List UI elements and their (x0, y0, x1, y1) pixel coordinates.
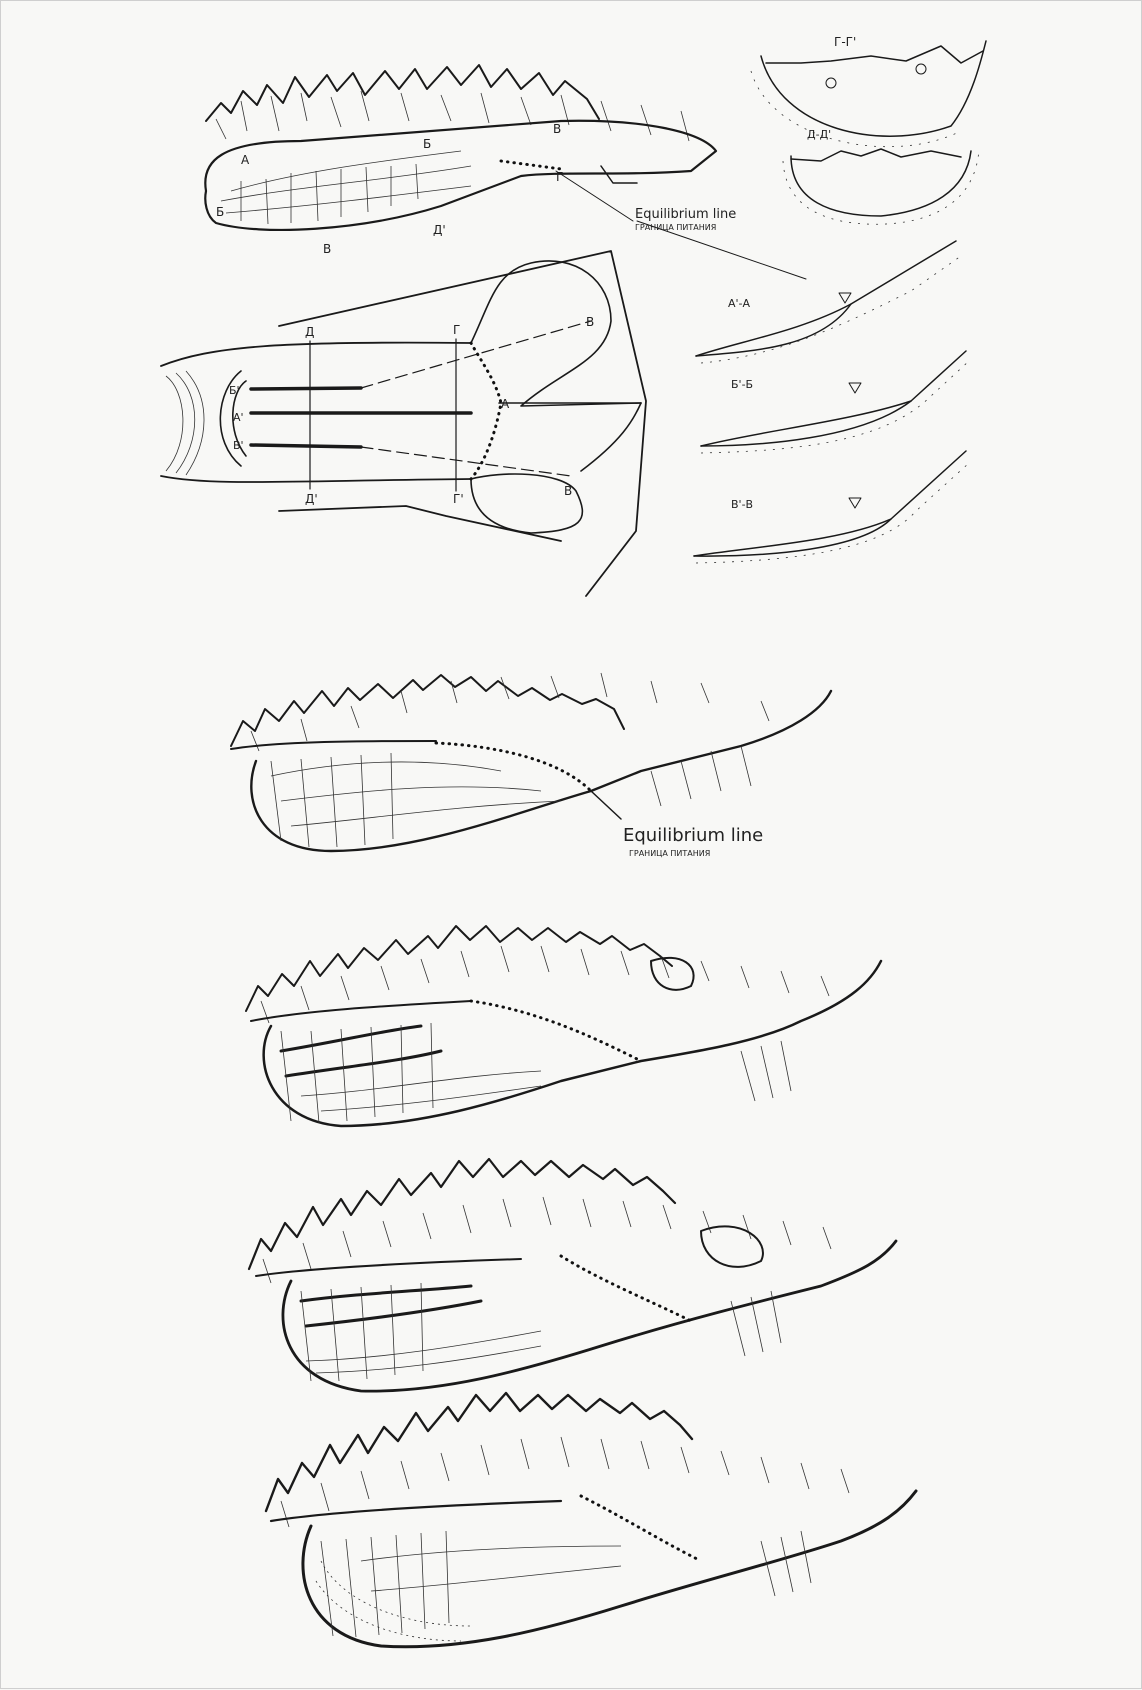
section-label-a: А'-А (728, 297, 751, 310)
equilibrium-label-ru-2: ГРАНИЦА ПИТАНИЯ (629, 849, 710, 858)
plan-letter-d-prime: Д' (305, 492, 318, 506)
plan-letter-d: Д (305, 325, 314, 339)
plan-letter-v-top: В (586, 315, 594, 329)
cross-section-g: Г-Г' (751, 35, 986, 147)
glacier-sketch-5 (266, 1393, 916, 1647)
glacier-sketch-4 (249, 1159, 896, 1391)
block-letter-v: В (323, 242, 331, 256)
block-letter-v2: В (553, 122, 561, 136)
section-label-v: В'-В (731, 498, 753, 511)
plan-letter-v-bottom: В (564, 484, 572, 498)
section-label-b: Б'-Б (731, 378, 753, 391)
block-letter-d-prime: Д' (433, 223, 446, 237)
plan-letter-b-prime: Б' (229, 384, 240, 397)
plan-letter-g-prime: Г' (453, 492, 464, 506)
block-diagram-top: А Б В Д' Г Б В (205, 65, 806, 279)
equilibrium-label-ru-top: ГРАНИЦА ПИТАНИЯ (635, 223, 716, 232)
cross-section-d: Д-Д' (783, 128, 979, 224)
glacier-sketch-3 (246, 926, 881, 1126)
plan-letter-g: Г (453, 323, 460, 337)
equilibrium-label-en-top: Equilibrium line (635, 207, 736, 222)
section-label-d: Д-Д' (807, 128, 831, 141)
cross-section-b: Б'-Б (701, 351, 969, 453)
plan-letter-a: А (501, 397, 510, 411)
section-label-g: Г-Г' (834, 35, 856, 49)
glacier-sketch-2: Equilibrium line ГРАНИЦА ПИТАНИЯ (231, 673, 831, 858)
block-letter-b: Б (216, 205, 224, 219)
plan-letter-a-prime: А' (233, 411, 244, 424)
equilibrium-line-label-top: Equilibrium line ГРАНИЦА ПИТАНИЯ (635, 207, 736, 232)
cross-section-v: В'-В (694, 451, 969, 563)
block-letter-a: А (241, 153, 250, 167)
cross-section-a: А'-А (696, 241, 961, 363)
plan-view: Д Г Д' Г' Б' А' В' А В В (161, 251, 646, 596)
plan-letter-v-prime: В' (233, 439, 244, 452)
equilibrium-label-en-2: Equilibrium line (623, 825, 763, 846)
block-letter-b2: Б (423, 137, 431, 151)
